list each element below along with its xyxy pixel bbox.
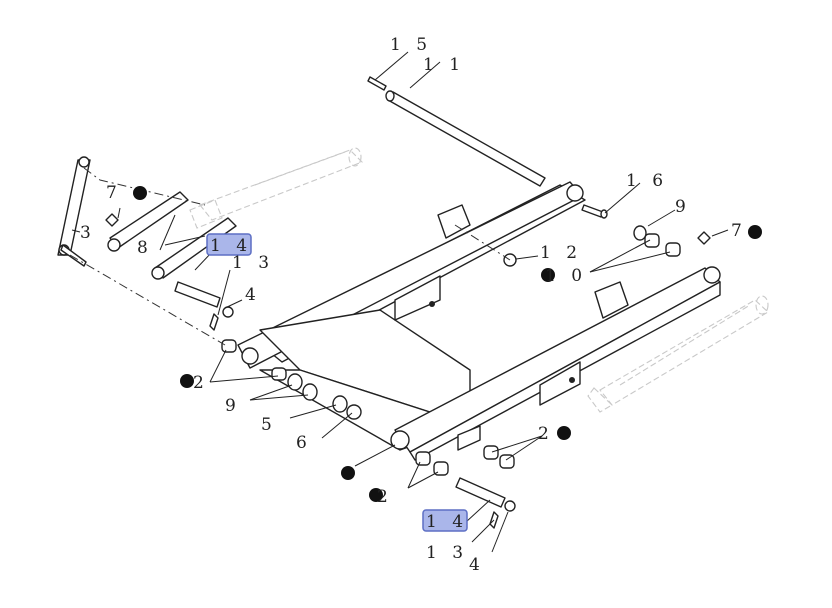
shaft-11 <box>385 90 546 187</box>
bolt-16 <box>581 204 608 219</box>
filled-dot-markers <box>133 186 762 502</box>
label-14-lower: 1 4 <box>426 512 468 532</box>
highlight-14-upper <box>206 233 252 256</box>
label-7-left: 7 <box>106 183 122 203</box>
swing-frame <box>237 181 721 461</box>
washer-4-upper <box>222 306 234 318</box>
label-10: 1 0 <box>545 266 587 286</box>
label-6: 6 <box>296 433 312 453</box>
bushings <box>221 225 681 476</box>
label-14-upper: 1 4 <box>210 236 252 256</box>
ghost-cylinder-lower <box>587 295 769 413</box>
label-9-right: 9 <box>675 197 691 217</box>
label-13-lower: 1 3 <box>426 543 468 563</box>
label-15: 1 5 <box>390 35 432 55</box>
label-13-upper: 1 3 <box>232 253 274 273</box>
highlight-14-lower <box>422 509 468 532</box>
label-4-upper: 4 <box>245 285 261 305</box>
label-16: 1 6 <box>626 171 668 191</box>
label-11: 1 1 <box>423 55 465 75</box>
bolt-15 <box>367 76 387 91</box>
clip-7-right <box>697 231 711 245</box>
link-3 <box>57 156 91 267</box>
label-4-lower: 4 <box>469 555 485 575</box>
label-3: 3 <box>80 223 96 243</box>
pin-8 <box>107 191 189 252</box>
label-12: 1 2 <box>540 243 582 263</box>
label-2-bottom: 2 <box>377 487 393 507</box>
clip-7-left <box>105 213 119 227</box>
pin-13-upper <box>151 217 237 331</box>
label-2-left: 2 <box>193 373 209 393</box>
ghost-cylinder-upper <box>189 147 363 229</box>
leader-lines <box>71 51 729 553</box>
phantom-lines <box>69 167 511 346</box>
label-8: 8 <box>137 238 153 258</box>
label-7-right: 7 <box>731 221 747 241</box>
label-9-left: 9 <box>225 396 241 416</box>
label-5: 5 <box>261 415 277 435</box>
label-2-right: 2 <box>538 424 554 444</box>
